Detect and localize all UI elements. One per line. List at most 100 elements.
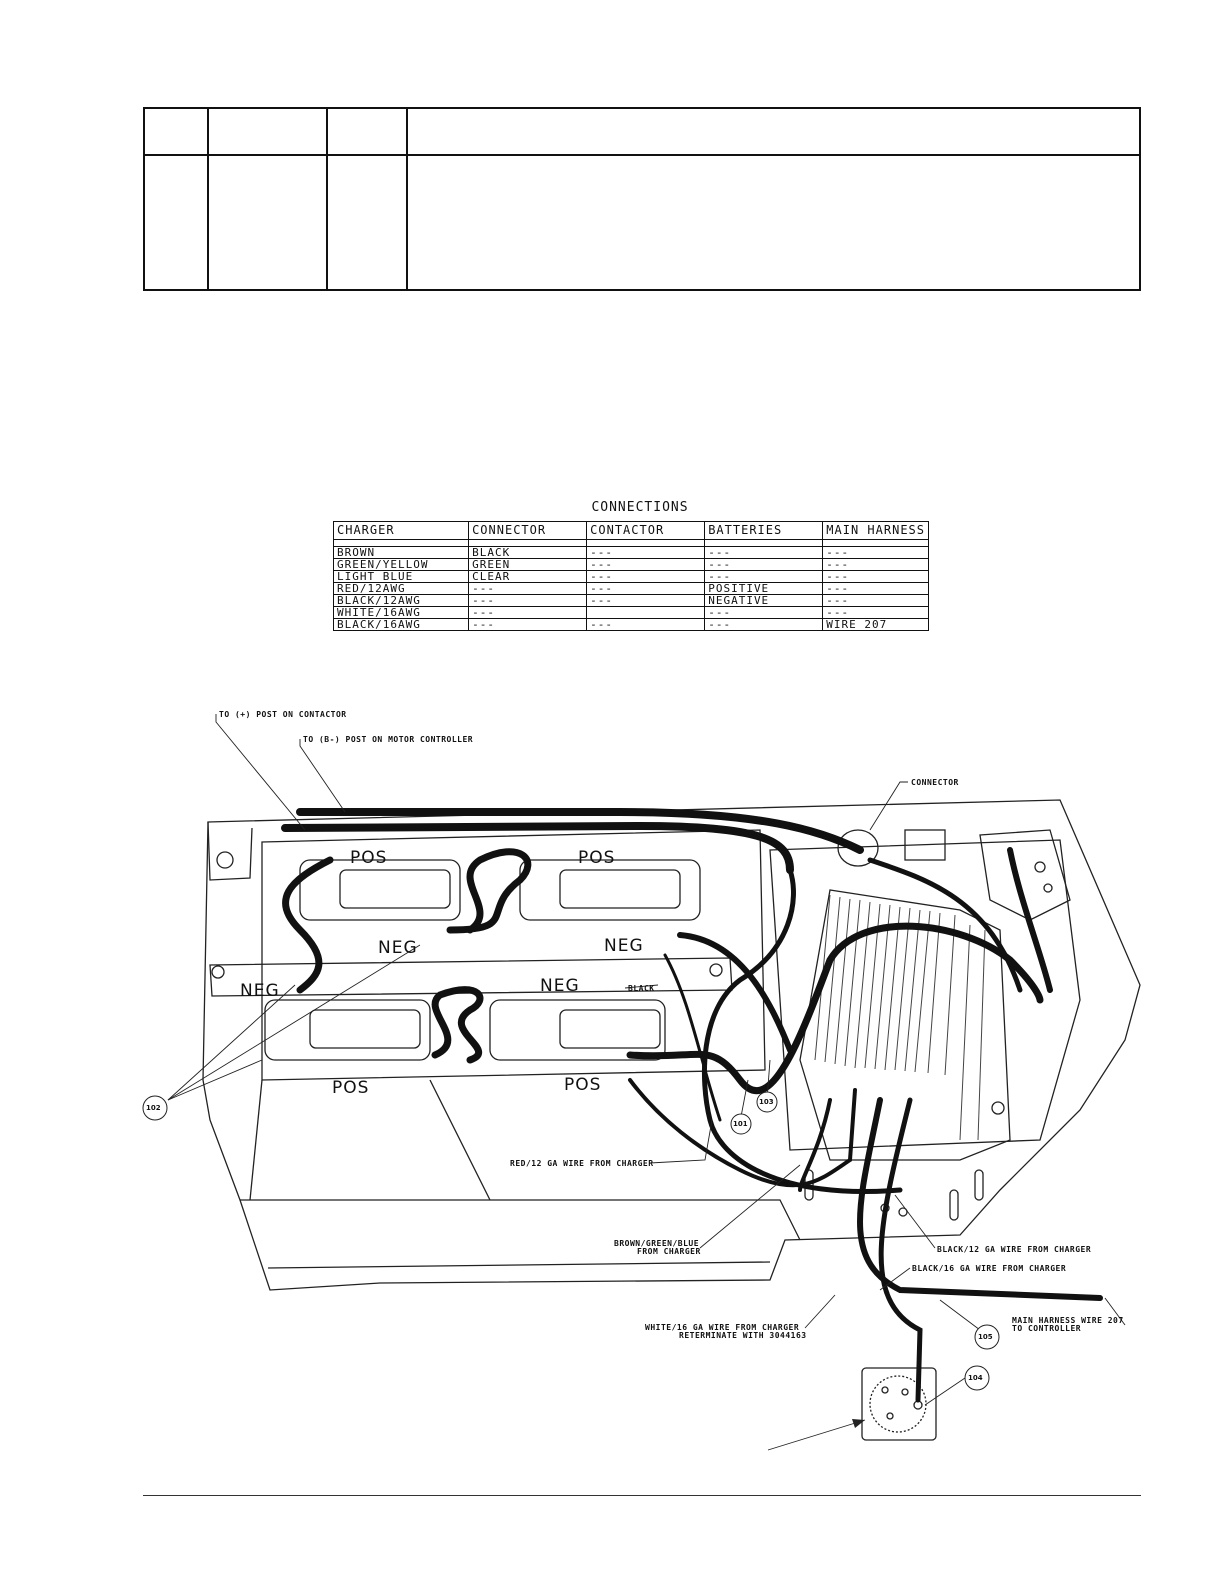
- mounting-slot: [949, 1189, 959, 1221]
- callout-to-controller: TO (B-) POST ON MOTOR CONTROLLER: [303, 735, 474, 744]
- leader: [939, 1299, 981, 1331]
- tray-outline: [202, 799, 1141, 1441]
- callout-brown-green-blue: BROWN/GREEN/BLUE: [614, 1239, 700, 1248]
- battery-jumper-s: [431, 986, 484, 1064]
- leader: [624, 984, 659, 989]
- terminal-label-pos: POS: [332, 1078, 370, 1098]
- revision-table-header-rule: [145, 154, 1139, 156]
- cell: ---: [468, 618, 588, 631]
- black-lead: [663, 953, 722, 1122]
- connections-title: CONNECTIONS: [591, 500, 689, 515]
- terminal-label-neg: NEG: [540, 976, 580, 996]
- col-batteries-header: BATTERIES: [704, 521, 824, 540]
- terminal-label-neg: NEG: [378, 938, 418, 958]
- terminal-label-neg: NEG: [240, 981, 280, 1001]
- leader: [649, 1119, 713, 1164]
- battery-cap: [309, 1009, 421, 1049]
- bolt: [1043, 883, 1053, 893]
- connections-header-row: CHARGER CONNECTOR CONTACTOR BATTERIES MA…: [332, 521, 929, 540]
- fin: [824, 896, 841, 1063]
- fin: [944, 914, 956, 1076]
- col-contactor-header: CONTACTOR: [586, 521, 706, 540]
- charger-connector: [837, 829, 879, 867]
- col-charger-header: CHARGER: [332, 521, 470, 540]
- bolt: [211, 965, 225, 979]
- fin: [927, 912, 941, 1074]
- cell: ---: [704, 618, 824, 631]
- cable: [867, 857, 1023, 993]
- col-connector-header: CONNECTOR: [468, 521, 588, 540]
- terminal-label-neg: NEG: [604, 936, 644, 956]
- battery-negative-cable: [626, 922, 1044, 1095]
- battery-top: [264, 999, 431, 1061]
- callout-from-charger: FROM CHARGER: [637, 1247, 701, 1256]
- tray-base-line: [267, 1261, 771, 1269]
- cell: ---: [586, 618, 706, 631]
- leader-lines: [167, 714, 1126, 1451]
- leader: [894, 1194, 936, 1249]
- revision-table-col-divider: [326, 109, 328, 289]
- brown-green-blue-wire: [798, 1098, 832, 1192]
- bolt: [991, 1101, 1005, 1115]
- callout-to-contactor: TO (+) POST ON CONTACTOR: [219, 710, 347, 719]
- callout-main-harness: MAIN HARNESS WIRE 207: [1012, 1316, 1124, 1325]
- fin: [977, 929, 986, 1141]
- mounting-tab: [207, 821, 253, 881]
- table-row: BLACK/12AWG --- --- NEGATIVE ---: [332, 594, 929, 607]
- callout-black-16ga: BLACK/16 GA WIRE FROM CHARGER: [912, 1264, 1067, 1273]
- leader: [167, 1059, 263, 1101]
- callout-to-controller-2: TO CONTROLLER: [1012, 1324, 1082, 1333]
- cell: WIRE 207: [822, 618, 929, 631]
- leader: [167, 984, 296, 1101]
- item-bubble-102: [142, 1095, 168, 1121]
- callout-black-12ga: BLACK/12 GA WIRE FROM CHARGER: [937, 1245, 1092, 1254]
- connections-table: CHARGER CONNECTOR CONTACTOR BATTERIES MA…: [332, 521, 929, 631]
- item-number-102: 102: [146, 1104, 161, 1112]
- battery-cap: [559, 1009, 661, 1049]
- cables: [281, 808, 1103, 1403]
- revision-table-col-divider: [207, 109, 209, 289]
- fin: [844, 899, 861, 1067]
- leader: [869, 781, 908, 831]
- leader: [215, 714, 306, 831]
- item-bubble-103: [756, 1091, 778, 1113]
- item-number-101: 101: [733, 1120, 748, 1128]
- fin: [904, 909, 921, 1072]
- fin: [874, 904, 891, 1070]
- black-16ga-wire: [857, 1097, 1103, 1301]
- battery-frame-leg: [249, 1079, 263, 1201]
- item-bubble-105: [974, 1324, 1000, 1350]
- bolt: [216, 851, 234, 869]
- callout-red-wire: RED/12 GA WIRE FROM CHARGER: [510, 1159, 654, 1168]
- battery-top: [489, 999, 666, 1061]
- receptacle-pin: [881, 1386, 889, 1394]
- terminal-label-pos: POS: [350, 848, 388, 868]
- revision-table-col-divider: [406, 109, 408, 289]
- terminal-label-pos: POS: [564, 1075, 602, 1095]
- col-main-harness-header: MAIN HARNESS: [822, 521, 929, 540]
- fin: [959, 924, 971, 1141]
- receptacle-pin: [886, 1412, 894, 1420]
- table-row: BLACK/16AWG --- --- --- WIRE 207: [332, 618, 929, 631]
- charger-mount-plate: [769, 839, 1081, 1151]
- leader: [299, 739, 346, 813]
- tray-body: [202, 799, 1141, 1291]
- panel-cutout: [904, 829, 946, 861]
- item-number-104: 104: [968, 1374, 983, 1382]
- battery-cap: [339, 869, 451, 909]
- fin: [914, 910, 931, 1073]
- item-bubble-101: [730, 1113, 752, 1135]
- battery-top: [519, 859, 701, 921]
- receptacle-pin: [901, 1388, 909, 1396]
- revision-table: [143, 107, 1141, 291]
- charger-receptacle: [861, 1367, 937, 1441]
- fin: [894, 907, 911, 1071]
- callout-reterminate: RETERMINATE WITH 3044163: [679, 1331, 807, 1340]
- callout-connector: CONNECTOR: [911, 778, 959, 787]
- cable-to-contactor: [296, 808, 864, 854]
- battery-jumper-s: [446, 848, 532, 934]
- battery-jumper: [282, 856, 334, 994]
- leader: [1104, 1297, 1126, 1326]
- leader: [804, 1294, 836, 1329]
